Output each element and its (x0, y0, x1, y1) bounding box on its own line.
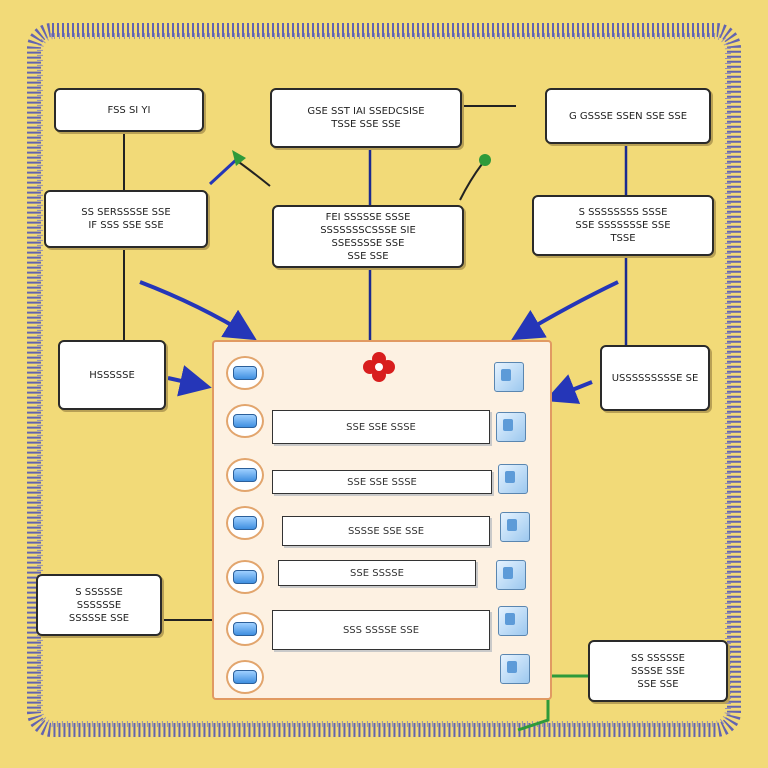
box-bottom-left-line-3: SSSSSE SSE (68, 612, 130, 624)
box-top-left: FSS SI YI (54, 88, 204, 132)
storage-cube-icon (498, 606, 528, 636)
box-bottom-right-line-3: SSE SSE (637, 678, 679, 690)
left-node-2 (226, 404, 264, 438)
box-left-mid-line-1: SS SERSSSSE SSE (81, 207, 171, 218)
box-bottom-right-line-2: SSSSE SSE (631, 665, 685, 677)
box-top-center: GSE SST IAI SSEDCSISE TSSE SSE SSE (270, 88, 462, 148)
arrow-right-lower-to-panel (544, 374, 593, 404)
panel-row-4-label: SSE SSSSE (350, 567, 404, 579)
sprout-left-icon (232, 150, 246, 166)
pill-bubble-icon (233, 366, 257, 380)
left-node-4 (226, 506, 264, 540)
pill-bubble-icon (233, 670, 257, 684)
arrow-center-to-right-sprout (459, 163, 483, 201)
box-right-mid-line-2: SSE SSSSSSSE SSE (575, 220, 671, 231)
sprout-right-icon (479, 154, 491, 166)
panel-row-3: SSSSE SSE SSE (282, 516, 490, 546)
storage-cube-icon (494, 362, 524, 392)
box-top-right: G GSSSE SSEN SSE SSE (545, 88, 711, 144)
storage-cube-icon (500, 512, 530, 542)
storage-cube-icon (496, 560, 526, 590)
box-bottom-left-line-1: S SSSSSE (75, 586, 123, 598)
box-right-mid: S SSSSSSSS SSSE SSE SSSSSSSE SSE TSSE (532, 195, 714, 256)
panel-row-2-label: SSE SSE SSSE (347, 476, 417, 488)
fringe-frame (27, 23, 741, 737)
panel-row-1-label: SSE SSE SSSE (346, 421, 416, 433)
box-bottom-right-line-1: SS SSSSSE (631, 652, 685, 664)
box-right-mid-line-1: S SSSSSSSS SSSE (578, 207, 668, 218)
box-center-mid-line-4: SSE SSE (347, 250, 389, 262)
box-top-center-line-2: TSSE SSE SSE (331, 119, 401, 130)
left-node-5 (226, 560, 264, 594)
pill-bubble-icon (233, 468, 257, 482)
panel-row-5: SSS SSSSE SSE (272, 610, 490, 650)
box-left-lower: HSSSSSE (58, 340, 166, 410)
arrow-left-mid-to-panel (139, 280, 257, 341)
box-right-lower: USSSSSSSSSE SE (600, 345, 710, 411)
box-top-right-line-1: G GSSSE SSEN SSE SSE (568, 110, 688, 122)
panel-row-3-label: SSSSE SSE SSE (347, 525, 425, 537)
storage-cube-icon (496, 412, 526, 442)
box-bottom-right: SS SSSSSE SSSSE SSE SSE SSE (588, 640, 728, 702)
box-left-mid-line-2: IF SSS SSE SSE (88, 220, 164, 231)
box-right-mid-line-3: TSSE (610, 233, 636, 244)
box-center-mid: FEI SSSSSE SSSE SSSSSSSCSSSE SIE SSESSSS… (272, 205, 464, 268)
box-bottom-left-line-2: SSSSSSE (76, 599, 122, 611)
box-center-mid-line-2: SSSSSSSCSSSE SIE (320, 224, 416, 236)
box-center-mid-line-3: SSESSSSE SSE (331, 237, 405, 249)
pill-bubble-icon (233, 570, 257, 584)
pill-bubble-icon (233, 622, 257, 636)
storage-cube-icon (498, 464, 528, 494)
left-node-7 (226, 660, 264, 694)
box-right-lower-line-1: USSSSSSSSSE SE (611, 372, 699, 384)
box-center-mid-line-1: FEI SSSSSE SSSE (325, 211, 411, 223)
left-node-1 (226, 356, 264, 390)
arrow-right-mid-to-panel (511, 280, 619, 341)
fringe-frame-inner (37, 33, 731, 727)
box-left-mid: SS SERSSSSE SSE IF SSS SSE SSE (44, 190, 208, 248)
panel-row-2: SSE SSE SSSE (272, 470, 492, 494)
pill-bubble-icon (233, 414, 257, 428)
box-top-left-line-1: FSS SI YI (107, 104, 151, 116)
pill-bubble-icon (233, 516, 257, 530)
arrow-left-lower-to-panel (167, 365, 212, 397)
flower-icon (363, 352, 395, 382)
panel-row-1: SSE SSE SSSE (272, 410, 490, 444)
left-node-3 (226, 458, 264, 492)
arrow-center-to-left-sprout (235, 159, 271, 187)
storage-cube-icon (500, 654, 530, 684)
box-top-center-line-1: GSE SST IAI SSEDCSISE (307, 106, 425, 117)
box-left-lower-line-1: HSSSSSE (89, 369, 135, 381)
left-node-6 (226, 612, 264, 646)
panel-row-5-label: SSS SSSSE SSE (342, 624, 420, 636)
box-bottom-left: S SSSSSE SSSSSSE SSSSSE SSE (36, 574, 162, 636)
panel-row-4: SSE SSSSE (278, 560, 476, 586)
arrow-left-sprout (208, 158, 238, 186)
